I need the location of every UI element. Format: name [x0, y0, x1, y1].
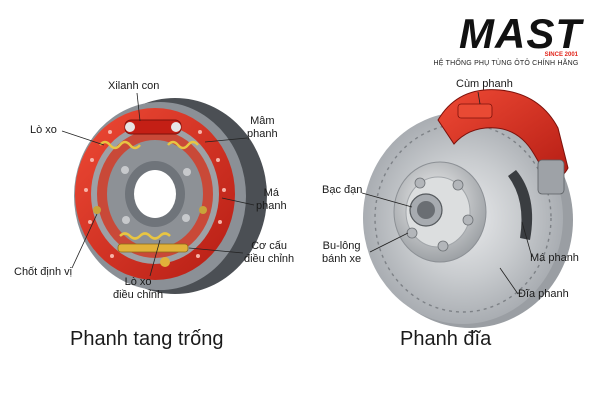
return-spring: [167, 140, 199, 150]
adjuster-wheel: [160, 257, 170, 267]
hub-bolt: [183, 168, 191, 176]
label-spring: Lò xo: [30, 124, 57, 136]
bearing-core: [417, 201, 435, 219]
caliper-bracket: [537, 159, 565, 195]
drum-leader-lines: [61, 92, 255, 277]
label-locating-pin: Chốt định vị: [14, 266, 73, 278]
brand-since: SINCE 2001: [544, 52, 578, 58]
cylinder-cap: [171, 122, 181, 132]
drum-hub-hole: [134, 170, 176, 218]
brand-tagline: HỆ THỐNG PHỤ TÙNG ÔTÔ CHÍNH HÃNG: [433, 60, 579, 67]
hub-bolt: [182, 214, 190, 222]
hub-bolt: [121, 166, 129, 174]
label-brake-pad: Má phanh: [530, 252, 579, 264]
label-wheel-cylinder: Xilanh con: [108, 80, 160, 92]
drum-brake-caption: Phanh tang trống: [70, 328, 224, 350]
label-caliper: Cùm phanh: [456, 78, 513, 90]
adjuster-bar: [117, 243, 189, 253]
label-adjuster: Cơ cấu điều chỉnh: [244, 240, 295, 265]
disc-brake-drawing: [361, 89, 573, 328]
label-adjuster-spring: Lò xo điều chỉnh: [113, 276, 164, 301]
brand-name: MAST: [459, 10, 582, 57]
caliper-top: [457, 103, 493, 119]
locating-pin: [93, 206, 101, 214]
disc-leader-lines: [361, 91, 533, 295]
label-wheel-bolt: Bu-lông bánh xe: [322, 240, 362, 265]
label-brake-rotor: Đĩa phanh: [518, 288, 569, 300]
drum-brake-drawing: [61, 92, 267, 294]
disc-brake-caption: Phanh đĩa: [400, 328, 492, 350]
return-spring: [99, 140, 141, 150]
label-backing-plate: Mâm phanh: [247, 115, 278, 140]
label-bearing: Bạc đạn: [322, 184, 363, 196]
label-brake-shoe: Má phanh: [256, 187, 287, 212]
hub-bolt: [122, 216, 130, 224]
wheel-bolts: [406, 177, 474, 252]
brake-pad: [508, 170, 533, 240]
locating-pin: [199, 206, 207, 214]
adjuster-spring: [119, 232, 171, 240]
shoe-rivets: [84, 130, 226, 258]
cylinder-cap: [125, 122, 135, 132]
brand-logo: MAST SINCE 2001: [432, 10, 582, 59]
